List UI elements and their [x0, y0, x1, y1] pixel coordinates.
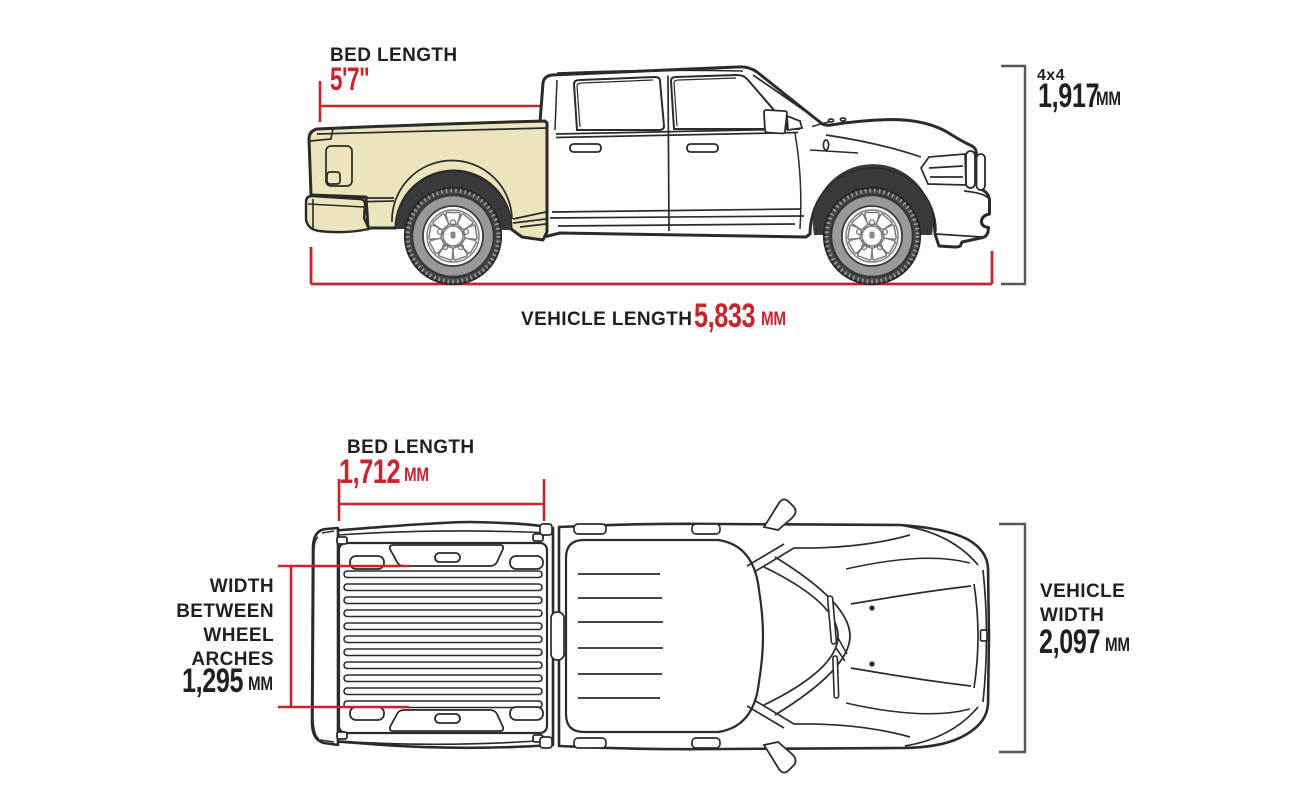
svg-text:ARCHES: ARCHES: [191, 649, 274, 670]
svg-text:WHEEL: WHEEL: [203, 625, 274, 646]
svg-text:MM: MM: [1105, 633, 1130, 655]
svg-text:BED LENGTH: BED LENGTH: [330, 45, 458, 66]
svg-text:5,833: 5,833: [694, 297, 755, 335]
svg-text:VEHICLE LENGTH: VEHICLE LENGTH: [521, 309, 692, 330]
svg-text:VEHICLE: VEHICLE: [1040, 581, 1125, 602]
svg-text:4x4: 4x4: [1037, 67, 1065, 84]
svg-text:5'7": 5'7": [330, 61, 369, 97]
svg-text:MM: MM: [248, 672, 273, 694]
svg-text:MM: MM: [404, 463, 429, 485]
svg-text:1,712: 1,712: [339, 453, 400, 491]
svg-text:2,097: 2,097: [1039, 623, 1100, 661]
svg-text:WIDTH: WIDTH: [1040, 605, 1104, 626]
svg-text:BED LENGTH: BED LENGTH: [347, 437, 475, 458]
svg-text:MM: MM: [761, 307, 786, 329]
svg-text:1,917: 1,917: [1038, 77, 1099, 115]
svg-text:BETWEEN: BETWEEN: [176, 601, 274, 622]
svg-text:MM: MM: [1096, 87, 1121, 109]
svg-text:1,295: 1,295: [182, 662, 243, 700]
svg-text:WIDTH: WIDTH: [210, 576, 274, 597]
